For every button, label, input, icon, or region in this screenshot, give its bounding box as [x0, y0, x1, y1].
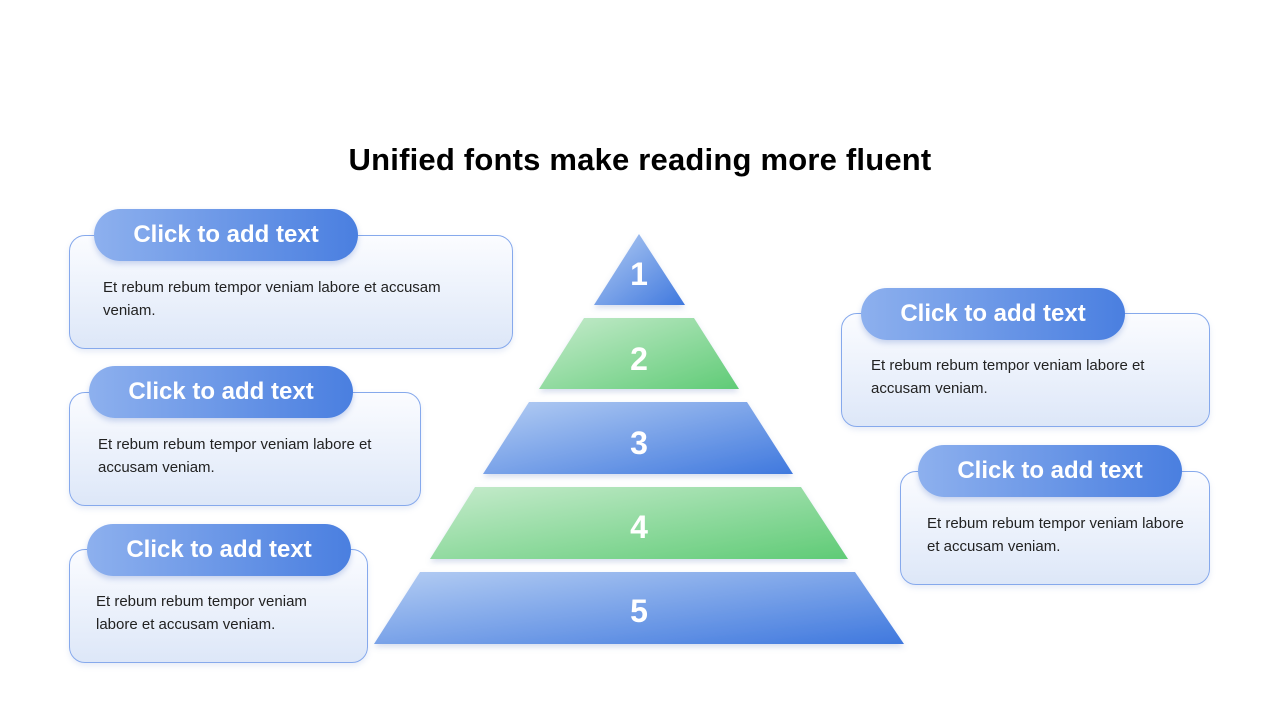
- slide-title: Unified fonts make reading more fluent: [348, 142, 932, 177]
- pyramid-level-5[interactable]: [374, 572, 904, 644]
- pyramid-level-3[interactable]: [483, 402, 793, 474]
- callout-heading-4[interactable]: Click to add text: [861, 288, 1125, 340]
- callout-text-1: Et rebum rebum tempor veniam labore et a…: [103, 279, 441, 319]
- pyramid-level-1[interactable]: [594, 234, 685, 305]
- callout-text-3: Et rebum rebum tempor veniam labore et a…: [96, 593, 307, 633]
- callout-text-4: Et rebum rebum tempor veniam labore et a…: [871, 357, 1145, 397]
- pyramid-level-2[interactable]: [539, 318, 739, 389]
- callout-heading-1[interactable]: Click to add text: [94, 209, 358, 261]
- callout-text-5: Et rebum rebum tempor veniam labore et a…: [927, 515, 1184, 555]
- pyramid-level-4[interactable]: [430, 487, 848, 559]
- callout-heading-5[interactable]: Click to add text: [918, 445, 1182, 497]
- callout-heading-2[interactable]: Click to add text: [89, 366, 353, 418]
- callout-text-2: Et rebum rebum tempor veniam labore et a…: [98, 436, 372, 476]
- callout-heading-3[interactable]: Click to add text: [87, 524, 351, 576]
